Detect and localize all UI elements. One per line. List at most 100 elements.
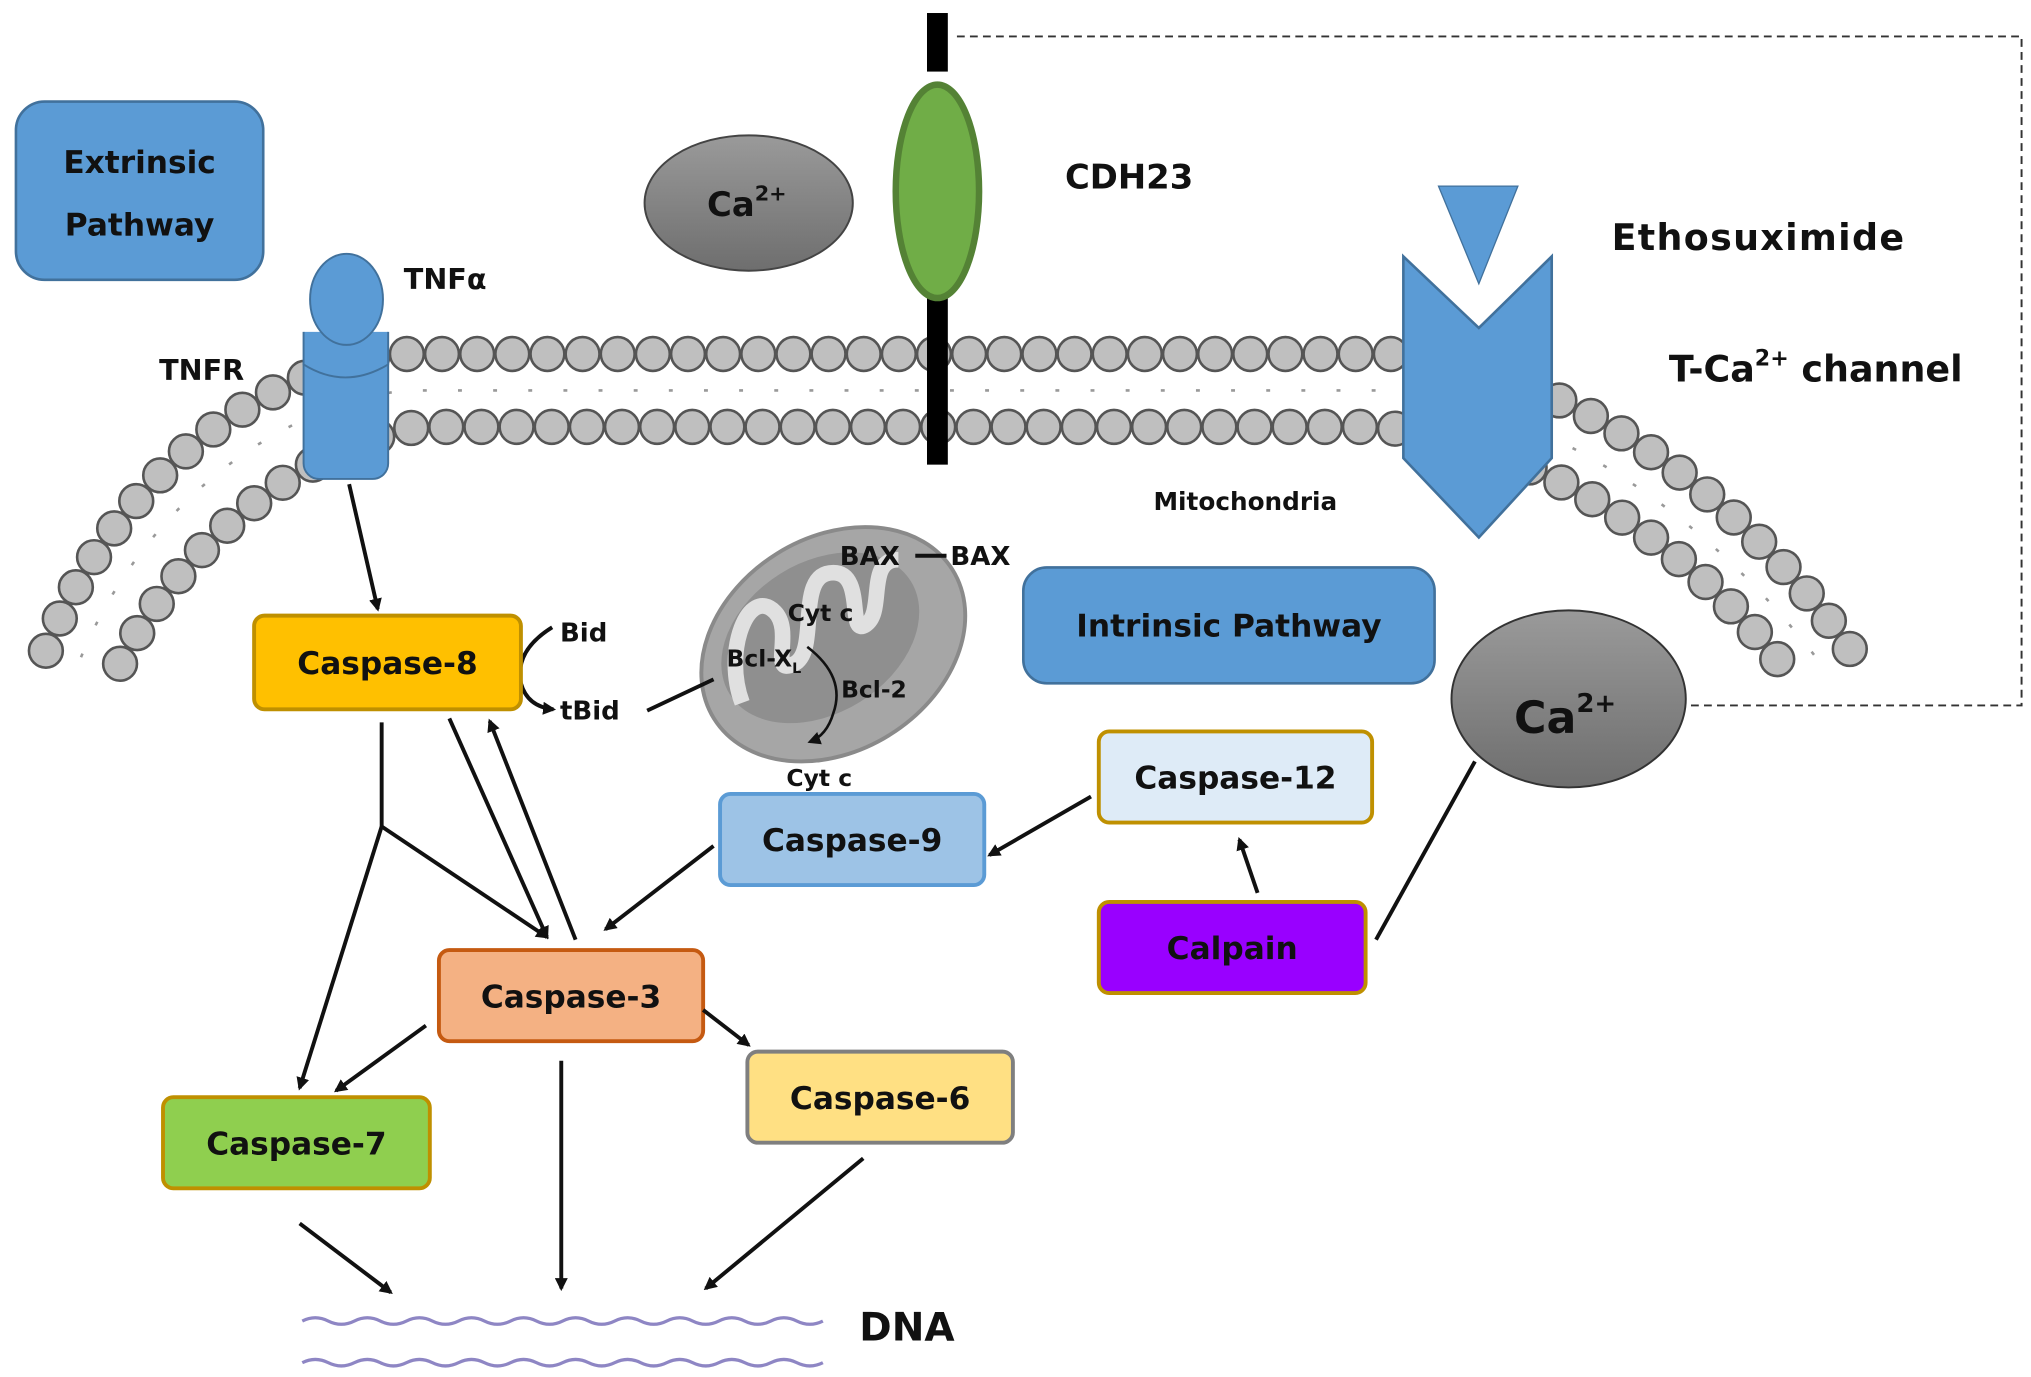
lipid-head [1095,408,1133,446]
tnfa-ligand [309,252,384,346]
lipid-head [814,408,852,446]
arrow-caspase8-to-caspase7 [296,825,384,1091]
lipid-head [195,411,232,448]
lipid-head [393,409,430,447]
lipid-head [845,335,882,373]
ethosuximide-label: Ethosuximide [1612,216,1906,259]
lipid-head [744,408,781,446]
lipid-head [1021,335,1058,373]
svg-text:Bcl-XL: Bcl-XL [727,644,802,677]
lipid-head [1271,408,1308,446]
lipid-head [423,335,461,373]
lipid-head [41,600,79,637]
lipid-head [57,569,95,606]
lipid-head [1126,335,1164,373]
lipid-head [388,335,426,373]
lipid-head [138,585,175,623]
bax-label-1: BAX [840,542,900,572]
lipid-head [986,335,1023,373]
lipid-head [849,408,887,446]
lipid-head [160,558,197,595]
dna-label: DNA [859,1306,955,1351]
lipid-head [101,645,139,682]
bid-label: Bid [560,619,607,649]
lipid-head [1632,519,1670,556]
caspase-8-box: Caspase-8 [252,613,523,712]
lipid-head [1736,613,1774,651]
lipid-head [1201,408,1238,446]
lipid-head [1740,523,1778,560]
caspase-3-box: Caspase-3 [436,948,706,1044]
caspase-6-label: Caspase-6 [790,1081,970,1117]
lipid-head [1161,335,1199,373]
cdh23-protein [892,13,983,465]
svg-text:Ca2+: Ca2+ [707,181,787,224]
tbid-label: tBid [560,697,620,727]
lipid-head [1091,335,1128,373]
tnfa-label: TNFα [404,262,487,296]
caspase-12-box: Caspase-12 [1096,729,1375,825]
lipid-head [27,632,65,669]
caspase-8-label: Caspase-8 [297,646,477,682]
lipid-head [1302,335,1339,373]
lipid-head [1759,640,1796,678]
lipid-head [990,408,1027,446]
lipid-head [1196,335,1234,373]
extrinsic-label-1: Extrinsic [63,145,216,181]
bcl2-label: Bcl-2 [841,676,907,704]
t-type-calcium-channel [1402,253,1554,540]
arrow-caspase3-to-caspase6 [701,1008,751,1047]
lipid-head [1765,548,1802,586]
lipid-head [740,335,777,373]
extrinsic-label-2: Pathway [65,207,215,243]
lipid-head [568,408,606,446]
lipid-head [955,408,992,446]
caspase-9-box: Caspase-9 [718,791,987,887]
lipid-head [118,482,155,520]
lipid-head [1788,575,1825,612]
lipid-head [458,335,496,373]
arrow-tnfr-to-caspase8 [347,483,382,612]
lipid-head [775,335,812,373]
lipid-head [224,391,261,428]
lipid-head [1574,481,1611,518]
mitochondria-label: Mitochondria [1153,487,1337,516]
svg-text:Ca2+: Ca2+ [1514,689,1616,744]
dna-strand [301,1316,824,1326]
lipid-head [1025,408,1062,446]
ca-right-superscript: 2+ [1576,689,1616,719]
lipid-head [119,614,156,652]
caspase-7-box: Caspase-7 [161,1095,432,1191]
arrow-caspase6-to-dna [703,1156,865,1291]
lipid-head [533,408,570,446]
mitochondrion [699,525,968,764]
line-calcium-to-calpain [1374,760,1477,941]
lipid-head [1810,602,1848,639]
lipid-head [235,485,273,522]
ca-label: Ca [707,185,755,224]
lipid-head [634,335,672,373]
lipid-head [1543,464,1580,501]
lipid-head [1166,408,1203,446]
caspase-12-label: Caspase-12 [1134,761,1336,797]
lipid-head [674,408,711,446]
calpain-box: Calpain [1096,899,1368,996]
tnfr-label: TNFR [159,353,244,387]
caspase-3-label: Caspase-3 [481,979,661,1015]
cdh23-label: CDH23 [1065,158,1193,197]
extrinsic-pathway-box: Extrinsic Pathway [14,100,265,282]
calcium-ion-extracellular: Ca2+ [643,134,854,272]
intrinsic-pathway-box: Intrinsic Pathway [1022,566,1436,685]
lipid-head [95,510,133,547]
lipid-head [254,374,292,411]
dna-strands [301,1316,824,1368]
ca-right-label: Ca [1514,693,1576,744]
caspase-9-label: Caspase-9 [762,823,942,859]
lipid-head [463,408,500,446]
lipid-head [1715,499,1752,536]
lipid-head [669,335,707,373]
lipid-head [183,531,221,569]
cytc-inner-label: Cyt c [788,599,854,627]
lipid-head [1572,397,1610,435]
caspase-7-label: Caspase-7 [206,1126,386,1162]
